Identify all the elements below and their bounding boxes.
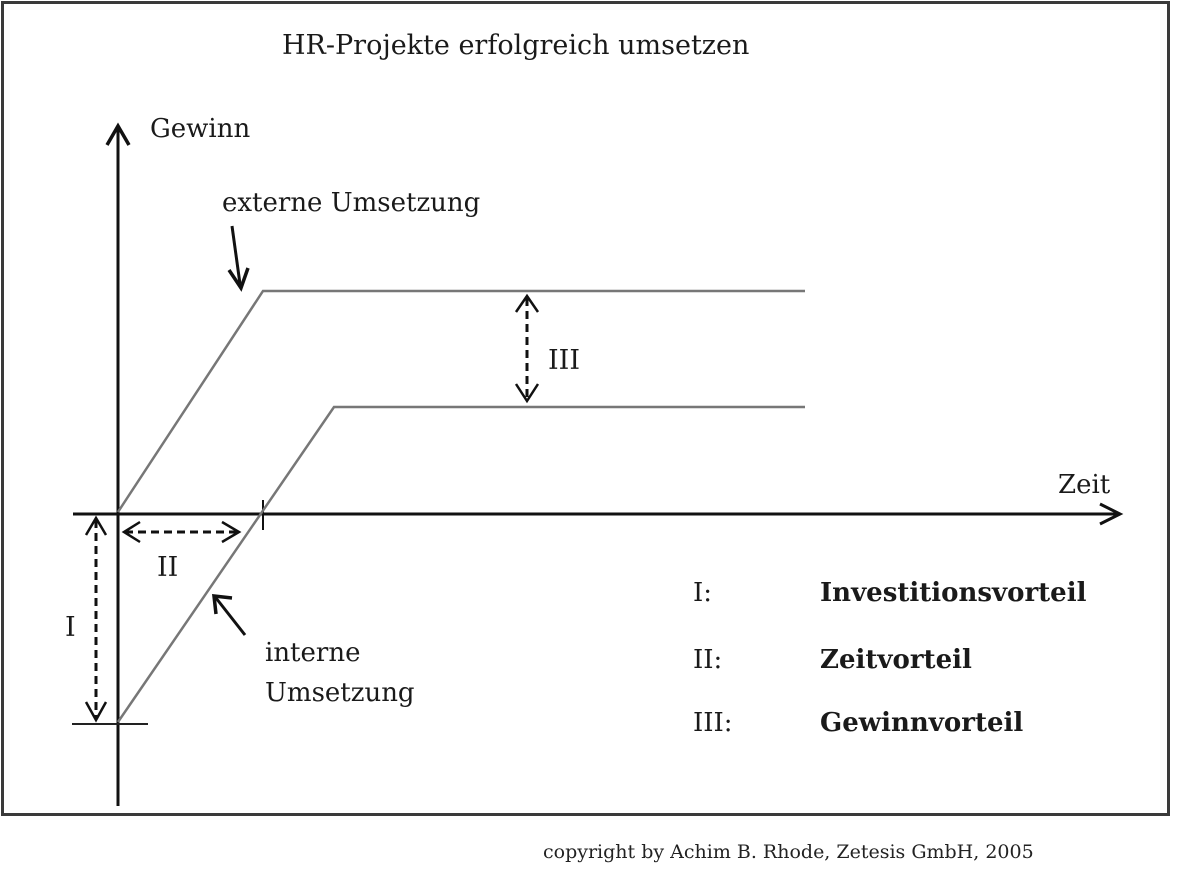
internal-pointer-arrow: [212, 594, 247, 636]
external-curve-label: externe Umsetzung: [222, 188, 481, 218]
legend-key: II:: [693, 645, 723, 675]
investment-advantage-arrow: [84, 515, 108, 723]
internal-curve-label-line2: Umsetzung: [265, 678, 415, 708]
diagram-title: HR-Projekte erfolgreich umsetzen: [282, 30, 750, 61]
internal-curve-label-line1: interne: [265, 638, 361, 668]
legend-key: III:: [693, 708, 733, 738]
marker-II: II: [157, 552, 179, 583]
legend-value: Investitionsvorteil: [820, 578, 1087, 608]
y-axis: [105, 122, 131, 806]
x-axis-label: Zeit: [1058, 470, 1111, 500]
x-axis: [73, 500, 1124, 530]
marker-III: III: [548, 345, 580, 376]
legend-value: Gewinnvorteil: [820, 708, 1024, 738]
copyright-notice: copyright by Achim B. Rhode, Zetesis Gmb…: [543, 841, 1034, 863]
profit-advantage-arrow: [514, 293, 540, 404]
legend-value: Zeitvorteil: [820, 645, 972, 675]
external-curve: [116, 289, 805, 513]
legend-key: I:: [693, 578, 713, 608]
internal-curve: [116, 405, 805, 723]
y-axis-label: Gewinn: [150, 114, 251, 144]
diagram-frame: [1, 1, 1170, 816]
time-advantage-arrow: [121, 520, 242, 544]
marker-I: I: [65, 612, 76, 643]
external-pointer-arrow: [227, 225, 250, 292]
